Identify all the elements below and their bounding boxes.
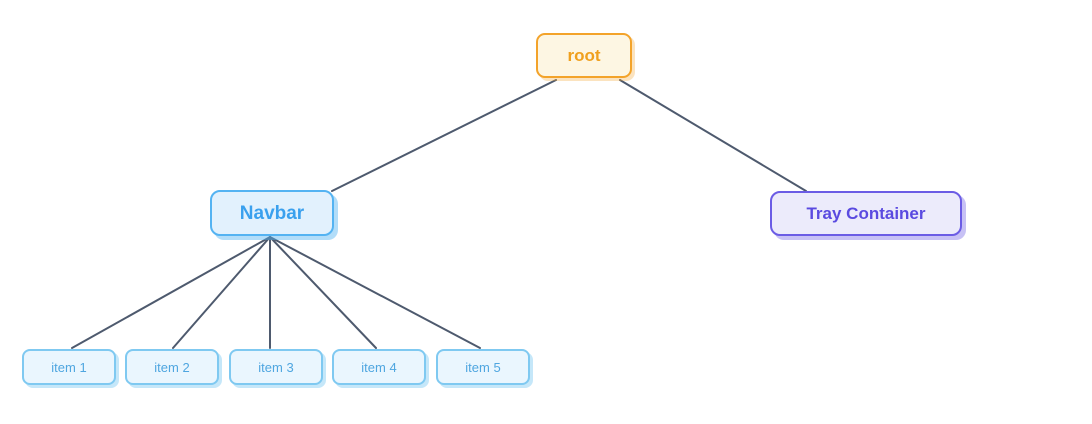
node-item-4-label: item 4 [361,359,397,375]
edge-navbar-item-4 [269,236,377,349]
node-tray-container[interactable]: Tray Container [770,191,962,236]
node-tray-container-label: Tray Container [806,204,926,223]
edge-navbar-item-1 [71,236,271,349]
node-navbar-label: Navbar [239,202,305,224]
node-item-4[interactable]: item 4 [332,349,426,385]
node-root-label: root [567,46,601,65]
edge-root-tray [619,79,807,192]
node-item-3[interactable]: item 3 [229,349,323,385]
node-item-2-label: item 2 [154,359,190,375]
node-item-5[interactable]: item 5 [436,349,530,385]
edge-navbar-item-5 [269,236,481,349]
node-item-1[interactable]: item 1 [22,349,116,385]
node-item-1-label: item 1 [51,359,87,375]
edge-navbar-item-2 [172,236,271,349]
edge-root-navbar [331,79,557,192]
node-item-5-label: item 5 [465,359,501,375]
node-root[interactable]: root [536,33,632,78]
node-item-2[interactable]: item 2 [125,349,219,385]
node-item-3-label: item 3 [258,359,294,375]
node-navbar[interactable]: Navbar [210,190,334,236]
